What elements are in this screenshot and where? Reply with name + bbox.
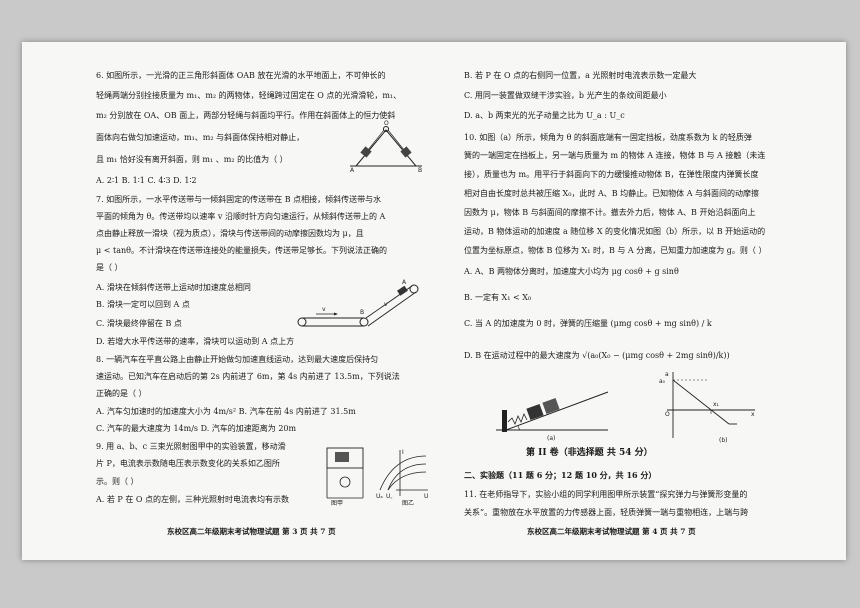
q7-line-5: 是（ ） bbox=[96, 263, 123, 272]
q9-option-c: C. 用同一装置做双缝干涉实验，b 光产生的条纹间距最小 bbox=[464, 91, 667, 100]
q7-option-b: B. 滑块一定可以回到 A 点 bbox=[96, 300, 190, 309]
q9-label-i: I bbox=[402, 449, 404, 456]
q7-option-d: D. 若增大水平传送带的速率，滑块可以运动到 A 点上方 bbox=[96, 337, 295, 346]
q8-line-1: 8. 一辆汽车在平直公路上由静止开始做匀加速直线运动，达到最大速度后保持匀 bbox=[96, 355, 379, 364]
q7-label-a: A bbox=[402, 279, 407, 286]
q10-figure-b-label: (b) bbox=[719, 437, 728, 444]
q7-line-4: μ < tanθ。不计滑块在传送带连接处的能量损失，传送带足够长。下列说法正确的 bbox=[96, 246, 387, 255]
q6-label-o: O bbox=[384, 120, 389, 127]
q8-line-3: 正确的是（ ） bbox=[96, 389, 147, 398]
q6-line-2: 轻绳两端分别拴接质量为 m₁、m₂ 的两物体，轻绳跨过固定在 O 点的光滑滑轮，… bbox=[96, 91, 402, 100]
q6-line-4: 面体向右做匀加速运动，m₁、m₂ 与斜面体保持相对静止， bbox=[96, 133, 305, 142]
q10-fig-b-axis-y: a bbox=[665, 371, 669, 378]
q10-figure-a: (a) bbox=[496, 391, 609, 442]
q10-fig-b-origin: O bbox=[665, 411, 670, 418]
q7-line-1: 7. 如图所示，一水平传送带与一倾斜固定的传送带在 B 点相接，倾斜传送带与水 bbox=[96, 195, 382, 204]
q9-option-d: D. a、b 两束光的光子动量之比为 U_a : U_c bbox=[464, 111, 625, 120]
q10-option-b: B. 一定有 X₁ < X₀ bbox=[464, 293, 532, 302]
q8-options-cd: C. 汽车的最大速度为 14m/s D. 汽车的加速距离为 20m bbox=[96, 424, 297, 433]
experiment-heading: 二、实验题（11 题 6 分；12 题 10 分，共 16 分） bbox=[464, 470, 657, 480]
q10-line-7: 位置为坐标原点，物体 B 位移为 X₁ 时，B 与 A 分离，已知重力加速度为 … bbox=[464, 246, 767, 255]
q9-label-ua: Uₐ bbox=[376, 493, 383, 500]
q8-options-ab: A. 汽车匀加速时的加速度大小为 4m/s² B. 汽车在前 4s 内前进了 3… bbox=[96, 407, 356, 416]
q7-option-c: C. 滑块最终停留在 B 点 bbox=[96, 319, 182, 328]
q9-line-3: 示。则（ ） bbox=[96, 477, 139, 486]
q6-options: A. 2∶1 B. 1∶1 C. 4∶3 D. 1∶2 bbox=[96, 176, 197, 185]
q10-line-3: 接），质量也为 m。用平行于斜面向下的力缓慢推动物体 B，在弹性限度内弹簧长度 bbox=[464, 170, 759, 179]
q7-conveyor-figure: v v B A bbox=[297, 279, 419, 327]
q7-label-v2: v bbox=[384, 301, 388, 308]
q7-line-2: 平面的倾角为 θ。传送带均以速率 v 沿顺时针方向匀速运行，从倾斜传送带上的 A bbox=[96, 212, 386, 221]
section-2-title: 第 II 卷（非选择题 共 54 分） bbox=[526, 448, 653, 458]
q9-line-1: 9. 用 a、b、c 三束光照射图甲中的实验装置，移动滑 bbox=[96, 442, 286, 451]
q10-line-6: 运动，B 物体运动的加速度 a 随位移 X 的变化情况如图（b）所示，以 B 开… bbox=[464, 227, 766, 236]
exam-sheet: 6. 如图所示，一光滑的正三角形斜面体 OAB 放在光滑的水平地面上，不可伸长的… bbox=[22, 42, 846, 560]
q11-line-2: 关系”。重物放在水平放置的力传感器上面，轻质弹簧一端与重物相连，上端与跨 bbox=[464, 508, 749, 517]
q9-line-2: 片 P，电流表示数随电压表示数变化的关系如乙图所 bbox=[96, 459, 280, 468]
q6-label-a: A bbox=[350, 167, 355, 174]
q8-line-2: 速运动。已知汽车在启动后的第 2s 内前进了 6m，第 4s 内前进了 13.5… bbox=[96, 372, 400, 381]
q10-fig-b-axis-x: x bbox=[751, 411, 755, 418]
q10-line-5: 因数为 μ，物体 B 与斜面间的摩擦不计。撤去外力后，物体 A、B 开始沿斜面向… bbox=[464, 208, 756, 217]
right-page-footer: 东校区高二年级期末考试物理试题 第 4 页 共 7 页 bbox=[527, 527, 696, 536]
q7-label-v1: v bbox=[322, 306, 326, 313]
q6-line-1: 6. 如图所示，一光滑的正三角形斜面体 OAB 放在光滑的水平地面上，不可伸长的 bbox=[96, 71, 386, 80]
q9-graph-figure: I Uₐ U꜀ U 图乙 bbox=[376, 449, 428, 507]
q10-line-2: 簧的一端固定在挡板上，另一端与质量为 m 的物体 A 连接，物体 B 与 A 接… bbox=[464, 151, 766, 160]
q9-option-b: B. 若 P 在 O 点的右侧同一位置，a 光照射时电流表示数一定最大 bbox=[464, 71, 697, 80]
q7-label-b: B bbox=[360, 309, 364, 316]
q9-label-yi: 图乙 bbox=[402, 500, 414, 507]
q10-fig-b-x1: x₁ bbox=[713, 401, 720, 408]
q9-label-u: U bbox=[424, 493, 428, 500]
q6-line-3: m₂ 分别放在 OA、OB 面上，两部分轻绳与斜面均平行。作用在斜面体上的恒力使… bbox=[96, 111, 396, 120]
left-page-footer: 东校区高二年级期末考试物理试题 第 3 页 共 7 页 bbox=[167, 527, 336, 536]
q9-label-jia: 图甲 bbox=[331, 500, 343, 507]
q6-line-5: 且 m₁ 恰好没有离开斜面，则 m₁ 、m₂ 的比值为（ ） bbox=[96, 155, 288, 164]
q10-option-a: A. A、B 两物体分离时，加速度大小均为 μg cosθ + g sinθ bbox=[464, 267, 679, 276]
q9-option-a: A. 若 P 在 O 点的左侧，三种光照射时电流表均有示数 bbox=[96, 495, 289, 504]
q11-line-1: 11. 在老师指导下，实验小组的同学利用图甲所示装置“探究弹力与弹簧形变量的 bbox=[464, 490, 748, 499]
q10-option-d: D. B 在运动过程中的最大速度为 √(a₀(X₀ − (μmg cosθ + … bbox=[464, 351, 730, 360]
q7-line-3: 点由静止释放一滑块（视为质点），滑块与传送带间的动摩擦因数均为 μ，且 bbox=[96, 229, 364, 238]
q7-option-a: A. 滑块在倾斜传送带上运动时加速度总相同 bbox=[96, 283, 251, 292]
q10-fig-b-a0: a₀ bbox=[659, 378, 666, 385]
q6-triangle-figure: O A B bbox=[350, 120, 422, 174]
q9-label-uc: U꜀ bbox=[386, 493, 392, 500]
q10-line-4: 相对自由长度时总共被压缩 X₀，此时 A、B 均静止。已知物体 A 与斜面间的动… bbox=[464, 189, 760, 198]
q10-figure-a-label: (a) bbox=[547, 435, 555, 442]
q10-figure-b: a x O a₀ x₁ (b) bbox=[659, 371, 755, 444]
q10-line-1: 10. 如图（a）所示，倾角为 θ 的斜面底端有一固定挡板，劲度系数为 k 的轻… bbox=[464, 133, 752, 142]
q10-option-c: C. 当 A 的加速度为 0 时，弹簧的压缩量 (μmg cosθ + mg s… bbox=[464, 319, 712, 328]
q9-circuit-figure: 图甲 bbox=[326, 447, 364, 507]
q6-label-b: B bbox=[418, 167, 422, 174]
